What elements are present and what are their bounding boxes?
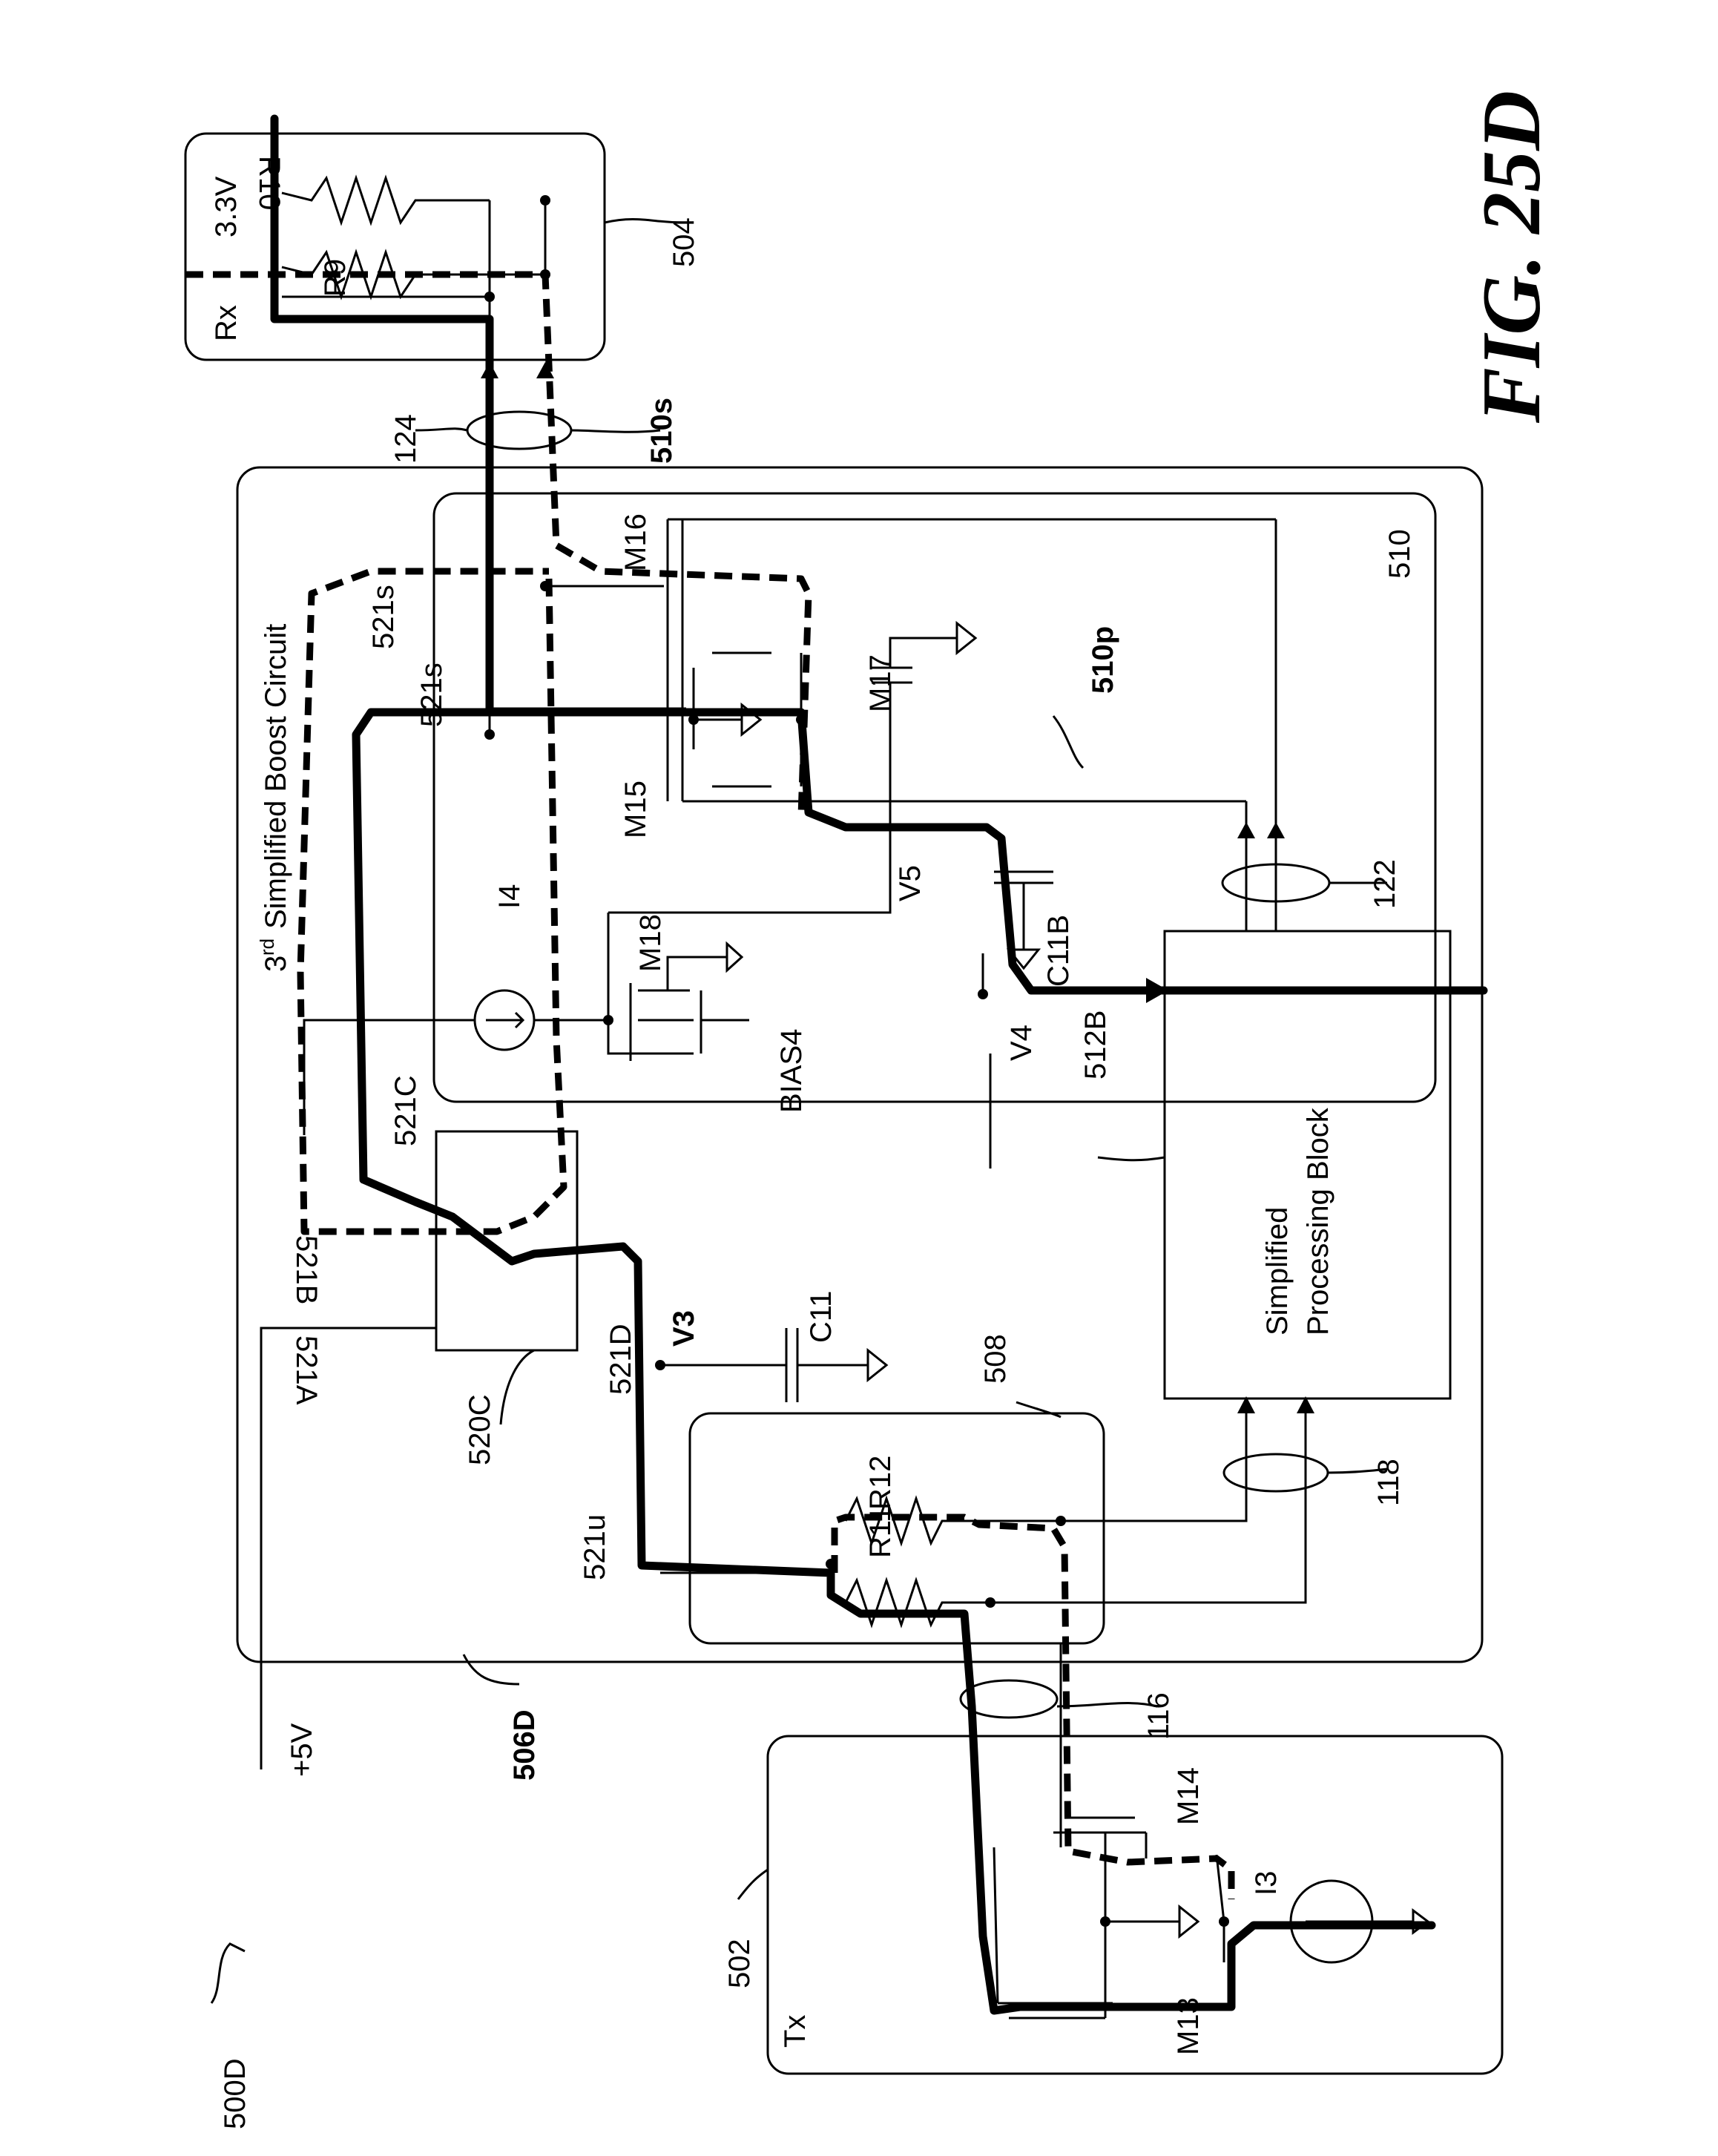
bus-124 bbox=[466, 410, 573, 450]
tx-label: Tx bbox=[779, 2015, 812, 2048]
v5p-label: +5V bbox=[286, 1723, 318, 1777]
boost-title-text: Simplified Boost Circuit bbox=[260, 624, 292, 929]
ref-512B: 512B bbox=[1079, 1010, 1112, 1079]
processing-block-box bbox=[1163, 930, 1452, 1400]
boost-title-sup: rd bbox=[256, 939, 278, 956]
m18-label: M18 bbox=[634, 914, 667, 972]
ref-521D: 521D bbox=[605, 1324, 637, 1395]
ref-521A: 521A bbox=[290, 1335, 323, 1405]
ref-510: 510 bbox=[1383, 529, 1416, 579]
r9-label: R9 bbox=[319, 259, 352, 297]
ref-500D: 500D bbox=[219, 2058, 251, 2129]
wire-118b bbox=[990, 1413, 1307, 1604]
ref-122: 122 bbox=[1369, 859, 1401, 909]
ground-c11b bbox=[1006, 948, 1041, 970]
signal-path-solid-upper bbox=[270, 114, 1147, 995]
ref-124: 124 bbox=[389, 414, 422, 464]
c11b-label: C11B bbox=[1042, 915, 1075, 987]
ref-521C: 521C bbox=[389, 1075, 422, 1146]
i3-label: I3 bbox=[1250, 1871, 1283, 1896]
r10-label: R10 bbox=[253, 156, 286, 210]
v4-label: V4 bbox=[1005, 1025, 1038, 1061]
figure-title: FIG. 25D bbox=[1466, 91, 1558, 424]
ref-506D: 506D bbox=[508, 1709, 541, 1781]
resistor-r9 bbox=[281, 174, 490, 226]
tx-box bbox=[766, 1735, 1504, 2075]
bias4-label: BIAS4 bbox=[775, 1029, 808, 1113]
ref-520C: 520C bbox=[464, 1394, 496, 1465]
m17-label: M17 bbox=[864, 654, 897, 712]
r12-label: R12 bbox=[864, 1456, 897, 1510]
ref-510p: 510p bbox=[1087, 626, 1119, 694]
ref-521s: 521s bbox=[415, 663, 448, 727]
boost-title: 3 rd Simplified Boost Circuit bbox=[256, 624, 292, 972]
bus-116 bbox=[959, 1679, 1059, 1719]
ref-521B: 521B bbox=[290, 1235, 323, 1304]
ref-508: 508 bbox=[979, 1334, 1012, 1384]
proc-label-2: Processing Block bbox=[1302, 1107, 1334, 1335]
block-510-box bbox=[432, 492, 1437, 1103]
ground-tx bbox=[1178, 1904, 1200, 1939]
ref-504: 504 bbox=[668, 217, 700, 267]
m13-label: M13 bbox=[1172, 1997, 1205, 2055]
signal-path-dashed-lower bbox=[831, 1514, 1235, 1899]
ground-m17 bbox=[955, 620, 978, 656]
signal-path-dashed-upper bbox=[185, 271, 812, 817]
proc-label-1: Simplified bbox=[1261, 1207, 1294, 1335]
m14-label: M14 bbox=[1172, 1767, 1205, 1825]
v5-label: V5 bbox=[894, 865, 927, 901]
v3-label: V3 bbox=[668, 1310, 700, 1347]
arrow-processing-in bbox=[1146, 978, 1168, 1003]
wire-v5 bbox=[608, 753, 892, 914]
ref-521u: 521u bbox=[579, 1514, 611, 1580]
rx-box bbox=[184, 132, 606, 361]
ref-118: 118 bbox=[1372, 1459, 1405, 1506]
m15-label: M15 bbox=[619, 780, 652, 838]
ref-502: 502 bbox=[723, 1939, 756, 1988]
leader-500D bbox=[210, 1942, 246, 2004]
r11-label: R11 bbox=[864, 1506, 897, 1558]
boost-circuit-box bbox=[236, 466, 1484, 1663]
rx-label: Rx bbox=[210, 305, 243, 341]
signal-path-solid-lower bbox=[352, 708, 1436, 2015]
c11-label: C11 bbox=[805, 1291, 837, 1343]
boost-title-prefix: 3 bbox=[260, 956, 292, 972]
block-508-box bbox=[688, 1412, 1105, 1645]
ref-521s-top: 521s bbox=[367, 585, 400, 649]
ground-m18 bbox=[725, 941, 744, 973]
resistor-r12 bbox=[844, 1495, 961, 1547]
switch-520C-box bbox=[435, 1130, 579, 1352]
current-source-i4 bbox=[473, 989, 536, 1051]
signal-path-dashed-boost bbox=[297, 568, 567, 1235]
wire-5v bbox=[260, 1327, 436, 1769]
ground-c11 bbox=[866, 1347, 889, 1383]
m16-label: M16 bbox=[619, 513, 652, 571]
v33-label: 3.3V bbox=[210, 176, 243, 237]
wire-118a bbox=[961, 1413, 1248, 1522]
bus-118 bbox=[1222, 1453, 1329, 1493]
ref-116: 116 bbox=[1142, 1692, 1175, 1740]
i4-label: I4 bbox=[493, 884, 526, 909]
